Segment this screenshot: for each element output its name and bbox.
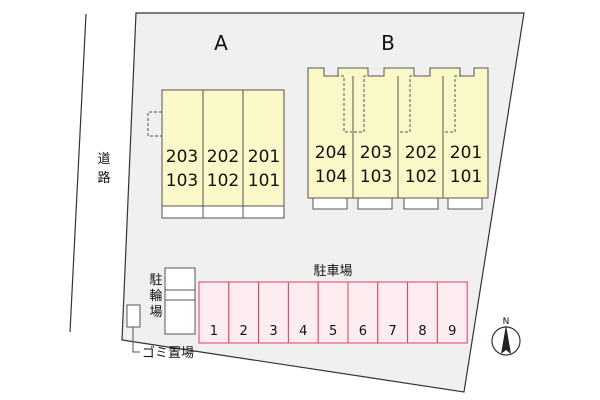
parking-space-number: 5: [329, 324, 337, 339]
building-a-porch: [161, 205, 285, 219]
parking-space-number: 9: [448, 324, 456, 339]
road-label-1: 道: [97, 152, 110, 167]
north-arrow-icon: [501, 325, 511, 354]
unit-a-1-upper: 203: [166, 147, 198, 167]
building-b-porch-2: [357, 197, 393, 210]
unit-b-2-upper: 203: [360, 143, 392, 163]
unit-b-4-upper: 201: [450, 143, 482, 163]
building-b-porch-3: [403, 197, 439, 210]
building-b-dashed-3: [399, 75, 422, 133]
building-b-porch-4: [447, 197, 483, 210]
parking-space-number: 2: [240, 324, 248, 339]
parking-space: [436, 281, 468, 344]
building-b-dashed-1: [331, 75, 352, 133]
parking-space-number: 6: [359, 324, 367, 339]
building-b-dashed-2: [354, 75, 376, 133]
road-label-2: 路: [97, 170, 110, 186]
parking-space: [198, 281, 230, 344]
parking-space-number: 7: [389, 324, 397, 339]
unit-b-1-upper: 204: [315, 143, 347, 163]
building-b-label: B: [381, 31, 395, 55]
parking-space-number: 3: [269, 324, 277, 339]
parking-space-number: 4: [299, 324, 307, 339]
parking-space-number: 1: [210, 324, 218, 339]
garbage-leader-line: [132, 327, 140, 353]
bicycle-label-3: 場: [149, 305, 162, 320]
unit-a-1-lower: 103: [166, 171, 198, 191]
unit-b-4-lower: 101: [450, 167, 482, 187]
unit-a-2-upper: 202: [207, 147, 239, 167]
bicycle-label-2: 輪: [149, 288, 162, 304]
parking-space: [407, 281, 438, 344]
bicycle-parking-area: [164, 267, 196, 335]
building-a-label: A: [214, 31, 228, 55]
building-b-porch-1: [312, 197, 348, 210]
garbage-box: [126, 304, 141, 328]
unit-a-3-lower: 101: [248, 171, 280, 191]
unit-b-2-lower: 103: [360, 167, 392, 187]
parking-space: [377, 281, 409, 344]
parking-spaces: 1 2 3 4 5 6 7 8 9: [198, 281, 468, 344]
building-a-dashed-balcony: [147, 111, 162, 137]
unit-b-1-lower: 104: [315, 167, 347, 187]
unit-a-2-lower: 102: [207, 171, 239, 191]
road-edge-line: [69, 13, 87, 333]
building-b-dashed-4: [444, 75, 467, 133]
building-a: A 203 103 202 102 201 101: [147, 31, 285, 219]
garbage-area: ゴミ置場: [126, 304, 194, 361]
unit-b-3-upper: 202: [405, 143, 437, 163]
parking-space-number: 8: [418, 324, 426, 339]
unit-a-3-upper: 201: [248, 147, 280, 167]
car-parking: 駐車場 1 2 3 4 5 6 7 8 9: [198, 264, 468, 344]
parking-label: 駐車場: [313, 264, 352, 279]
building-a-body: [161, 89, 285, 207]
bicycle-parking: 駐 輪 場: [149, 267, 196, 335]
unit-b-3-lower: 102: [405, 167, 437, 187]
bicycle-label-1: 駐: [149, 273, 162, 288]
compass: N: [491, 317, 521, 356]
garbage-label: ゴミ置場: [142, 345, 194, 361]
compass-label: N: [503, 317, 510, 327]
building-b: B 204 104 203 103 202 102 201 101: [307, 31, 489, 210]
